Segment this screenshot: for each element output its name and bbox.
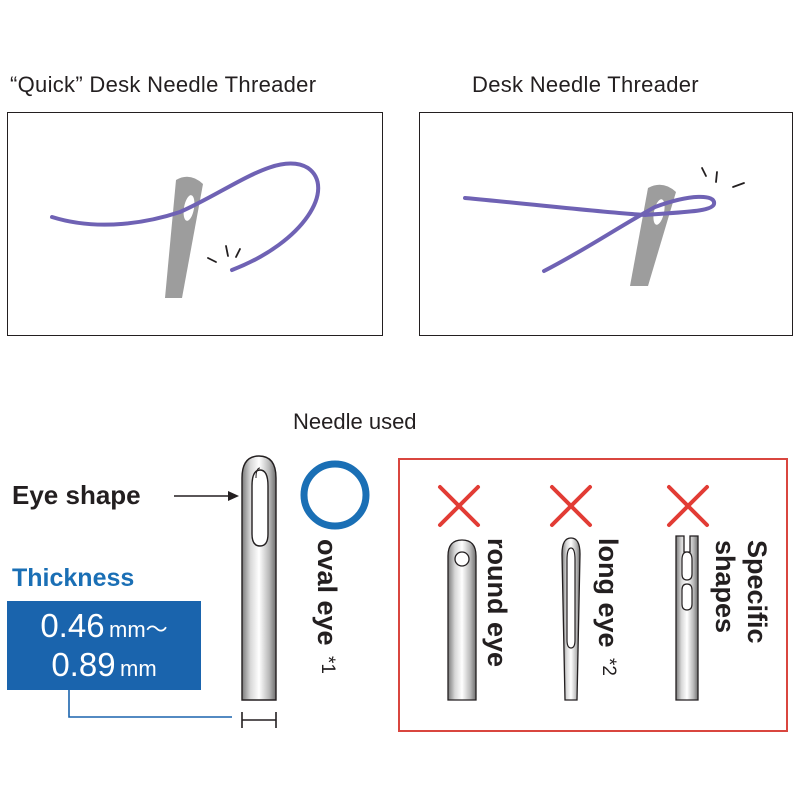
main-needle [241,455,277,701]
long-eye-note: *2 [598,657,619,676]
specific-shape-needle [675,535,699,701]
eye-shape-arrow [174,491,239,501]
long-eye-text: long eye [593,538,623,648]
desk-thread [463,194,716,273]
thickness-max-unit: mm [120,656,157,681]
thickness-min-value: 0.46 [40,607,105,644]
thickness-connector [68,690,232,718]
desk-needle [630,184,676,286]
long-eye-label: long eye *2 [593,538,623,676]
eye-shape-label: Eye shape [12,480,141,510]
unsuitable-needles-frame [398,458,788,732]
thickness-min-unit: mm〜 [109,617,168,642]
ng-cross-icon [550,485,592,527]
needle-used-heading: Needle used [293,409,417,434]
round-eye-label: round eye [482,538,512,667]
specific-shapes-line2: shapes [710,540,740,634]
thickness-value-box: 0.46 mm〜 0.89 mm [7,601,201,690]
quick-threader-title: “Quick” Desk Needle Threader [10,72,317,97]
quick-thread [50,161,321,272]
oval-eye-text: oval eye [312,539,342,646]
round-eye-text: round eye [482,538,512,668]
oval-eye-label: oval eye *1 [312,539,342,674]
quick-threader-illustration [50,161,321,298]
thickness-label: Thickness [12,564,135,592]
thickness-dimension-mark [241,712,277,728]
ng-cross-icon [438,485,480,527]
quick-needle [165,176,203,298]
quick-motion-lines [207,245,241,263]
thickness-min-row: 0.46 mm〜 [7,607,201,645]
long-eye-needle [561,537,581,701]
thickness-max-value: 0.89 [51,646,116,683]
round-eye-needle [447,539,477,701]
specific-shapes-line1: Specific [742,540,772,644]
oval-eye-note: *1 [317,655,338,674]
desk-motion-lines [701,167,745,188]
thickness-max-row: 0.89 mm [7,646,201,684]
ng-cross-icon [667,485,709,527]
desk-threader-illustration [463,167,745,286]
desk-threader-title: Desk Needle Threader [472,72,699,97]
desk-threader-panel [419,112,793,336]
ok-circle-icon [300,460,370,530]
